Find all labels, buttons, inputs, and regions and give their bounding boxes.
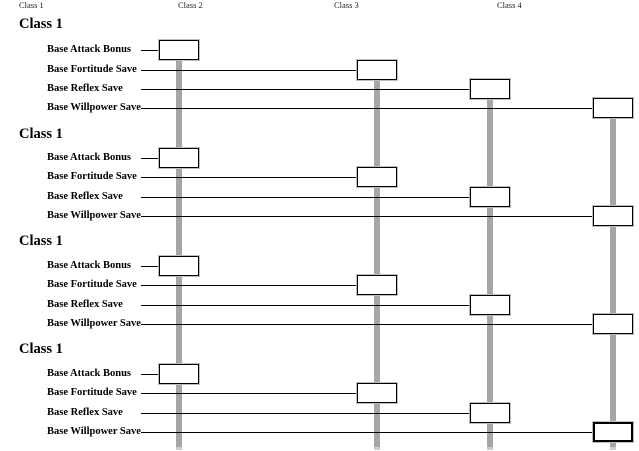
group-heading: Class 1 <box>19 16 63 32</box>
stat-input-box[interactable] <box>357 167 397 187</box>
row-label-base-willpower-save: Base Willpower Save <box>47 318 141 329</box>
row-label-base-reflex-save: Base Reflex Save <box>47 83 123 94</box>
stat-input-box[interactable] <box>357 275 397 295</box>
row-label-base-willpower-save: Base Willpower Save <box>47 426 141 437</box>
row-label-base-fortitude-save: Base Fortitude Save <box>47 279 137 290</box>
row-label-base-attack-bonus: Base Attack Bonus <box>47 260 132 271</box>
connector-line <box>141 70 357 71</box>
connector-line <box>141 108 593 109</box>
column-header-class-3: Class 3 <box>334 0 359 10</box>
stat-input-box[interactable] <box>470 403 510 423</box>
connector-line <box>141 374 159 375</box>
class-column-bar-2 <box>374 60 380 450</box>
stat-input-box[interactable] <box>593 314 633 334</box>
row-label-base-reflex-save: Base Reflex Save <box>47 191 123 202</box>
stat-input-box-focused[interactable] <box>593 422 633 442</box>
row-label-base-fortitude-save: Base Fortitude Save <box>47 171 137 182</box>
stat-input-box[interactable] <box>470 79 510 99</box>
class-column-bar-1 <box>176 40 182 450</box>
class-column-bar-4 <box>610 98 616 450</box>
stat-input-box[interactable] <box>159 256 199 276</box>
connector-line <box>141 266 159 267</box>
connector-line <box>141 177 357 178</box>
row-label-base-reflex-save: Base Reflex Save <box>47 407 123 418</box>
column-header-class-4: Class 4 <box>497 0 522 10</box>
connector-line <box>141 305 470 306</box>
connector-line <box>141 285 357 286</box>
class-column-bar-3 <box>487 79 493 450</box>
connector-line <box>141 197 470 198</box>
group-heading: Class 1 <box>19 341 63 357</box>
row-label-base-attack-bonus: Base Attack Bonus <box>47 44 132 55</box>
stat-input-box[interactable] <box>357 383 397 403</box>
connector-line <box>141 432 593 433</box>
connector-line <box>141 393 357 394</box>
row-label-base-attack-bonus: Base Attack Bonus <box>47 368 132 379</box>
row-label-base-willpower-save: Base Willpower Save <box>47 210 141 221</box>
row-label-base-willpower-save: Base Willpower Save <box>47 102 141 113</box>
stat-input-box[interactable] <box>470 295 510 315</box>
connector-line <box>141 324 593 325</box>
stat-input-box[interactable] <box>159 364 199 384</box>
connector-line <box>141 216 593 217</box>
stat-input-box[interactable] <box>593 206 633 226</box>
group-heading: Class 1 <box>19 126 63 142</box>
connector-line <box>141 50 159 51</box>
stat-input-box[interactable] <box>357 60 397 80</box>
stat-input-box[interactable] <box>159 40 199 60</box>
stat-input-box[interactable] <box>159 148 199 168</box>
row-label-base-reflex-save: Base Reflex Save <box>47 299 123 310</box>
row-label-base-fortitude-save: Base Fortitude Save <box>47 64 137 75</box>
stat-input-box[interactable] <box>470 187 510 207</box>
row-label-base-attack-bonus: Base Attack Bonus <box>47 152 132 163</box>
column-header-class-2: Class 2 <box>178 0 203 10</box>
group-heading: Class 1 <box>19 233 63 249</box>
connector-line <box>141 413 470 414</box>
column-header-class-1: Class 1 <box>19 0 44 10</box>
row-label-base-fortitude-save: Base Fortitude Save <box>47 387 137 398</box>
connector-line <box>141 158 159 159</box>
connector-line <box>141 89 470 90</box>
stat-input-box[interactable] <box>593 98 633 118</box>
